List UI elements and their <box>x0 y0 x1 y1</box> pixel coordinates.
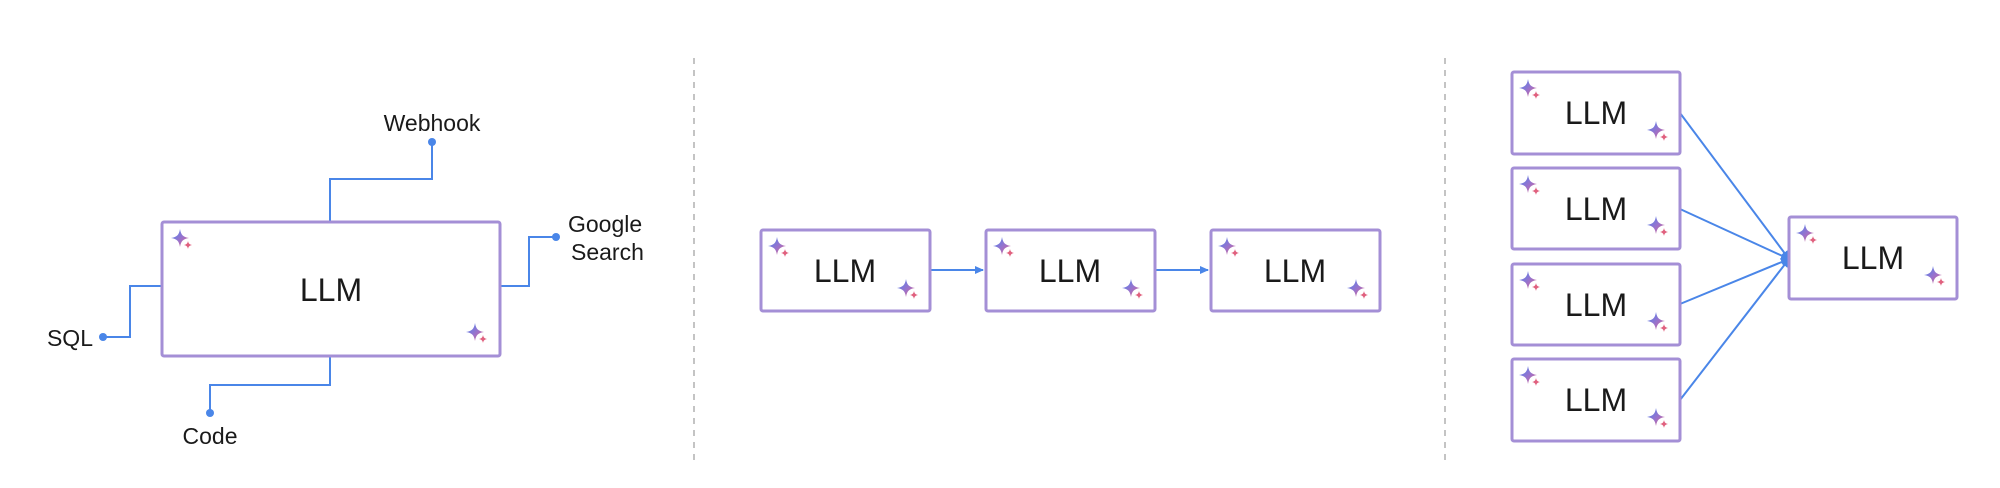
fan-in-connector <box>1679 258 1790 401</box>
webhook-connector <box>329 142 433 222</box>
code-connector-dot <box>206 409 214 417</box>
parallel-input-label: LLM <box>1565 382 1627 418</box>
chain-node: LLM <box>984 228 1157 313</box>
parallel-input-box <box>1510 262 1682 347</box>
parallel-input-box <box>1510 357 1682 443</box>
parallel-panel: LLM LLM LLM LLM LLM <box>1510 70 1959 443</box>
code-label: Code <box>183 423 238 449</box>
chain-node-label: LLM <box>1039 253 1101 289</box>
parallel-input-label: LLM <box>1565 191 1627 227</box>
parallel-input-label: LLM <box>1565 287 1627 323</box>
sql-connector-dot <box>99 333 107 341</box>
fan-in-connector <box>1679 112 1790 260</box>
chain-node-box <box>984 228 1157 313</box>
sql-connector <box>103 285 162 338</box>
fan-in-connector <box>1679 208 1790 260</box>
parallel-input-box <box>1510 70 1682 156</box>
code-connector <box>209 356 331 413</box>
parallel-output-label: LLM <box>1842 240 1904 276</box>
parallel-input-node: LLM <box>1510 357 1682 443</box>
google-search-connector-dot <box>552 233 560 241</box>
google-search-label-line1: Google <box>568 211 642 237</box>
parallel-output-box <box>1787 215 1959 301</box>
parallel-input-box <box>1510 166 1682 251</box>
parallel-input-node: LLM <box>1510 70 1682 156</box>
webhook-connector-dot <box>428 138 436 146</box>
google-search-label-line2: Search <box>571 239 644 265</box>
webhook-label: Webhook <box>384 110 481 136</box>
parallel-input-node: LLM <box>1510 166 1682 251</box>
chain-node-label: LLM <box>814 253 876 289</box>
llm-main-label: LLM <box>300 272 362 308</box>
chain-node-label: LLM <box>1264 253 1326 289</box>
chain-node-box <box>759 228 932 313</box>
chain-node: LLM <box>1209 228 1382 313</box>
llm-main-box <box>160 220 502 358</box>
parallel-input-node: LLM <box>1510 262 1682 347</box>
parallel-output-node: LLM <box>1787 215 1959 301</box>
chain-panel: LLM LLM LLM <box>759 228 1382 313</box>
parallel-input-label: LLM <box>1565 95 1627 131</box>
tools-panel: LLM Webhook Google Search SQL Code <box>47 110 644 449</box>
fan-in-connector <box>1679 258 1790 305</box>
llm-main-node: LLM <box>160 220 502 358</box>
google-search-connector <box>500 236 556 287</box>
chain-node-box <box>1209 228 1382 313</box>
sql-label: SQL <box>47 325 93 351</box>
chain-node: LLM <box>759 228 932 313</box>
